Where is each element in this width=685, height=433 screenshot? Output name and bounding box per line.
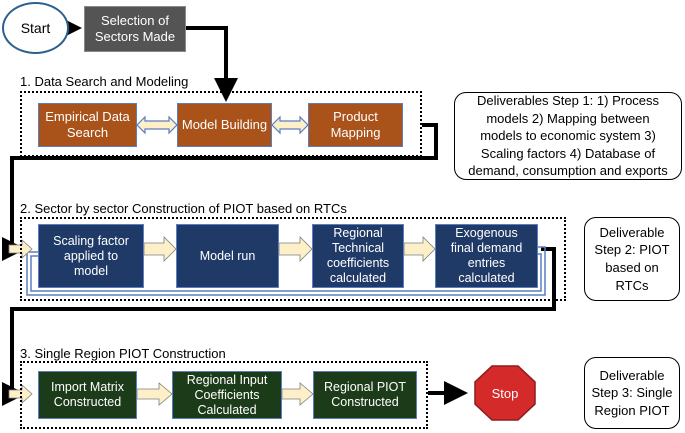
section-3-label: 3. Single Region PIOT Construction [20,346,226,361]
section-2-label: 2. Sector by sector Construction of PIOT… [20,201,347,216]
block-arrow-2b [278,236,313,262]
start-node: Start [2,2,69,54]
import-matrix-node: Import Matrix Constructed [38,371,137,419]
deliverable-step-1: Deliverables Step 1: 1) Process models 2… [454,92,682,180]
exogenous-demand-node: Exogenous final demand entries calculate… [435,224,538,288]
regional-input-node: Regional Input Coefficients Calculated [172,371,282,419]
section-1-label: 1. Data Search and Modeling [20,74,189,89]
scaling-factor-node: Scaling factor applied to model [38,224,144,288]
stop-node: Stop [474,365,536,421]
section-1-frame [20,91,422,157]
product-mapping-node: Product Mapping [308,103,403,147]
empirical-data-node: Empirical Data Search [38,103,137,147]
section-3-frame [20,361,428,429]
regional-piot-node: Regional PIOT Constructed [313,371,417,419]
model-run-node: Model run [176,224,279,288]
block-arrow-2c [403,236,436,262]
connector-selection-step1 [186,26,238,102]
deliverable-step-2: Deliverable Step 2: PIOT based on RTCs [584,217,680,301]
section-2-frame [20,217,566,301]
selection-node: Selection of Sectors Made [84,6,186,52]
regional-technical-node: Regional Technical coefficients calculat… [312,224,404,288]
octagon-icon [474,365,536,421]
block-arrow-3a [136,382,173,406]
block-arrow-3b [281,382,314,406]
feedback-loop-inner [30,253,542,292]
block-arrow-2a [143,236,177,262]
deliverable-step-3: Deliverable Step 3: Single Region PIOT [584,357,680,429]
stop-label: Stop [491,385,519,401]
model-building-node: Model Building [177,103,272,147]
